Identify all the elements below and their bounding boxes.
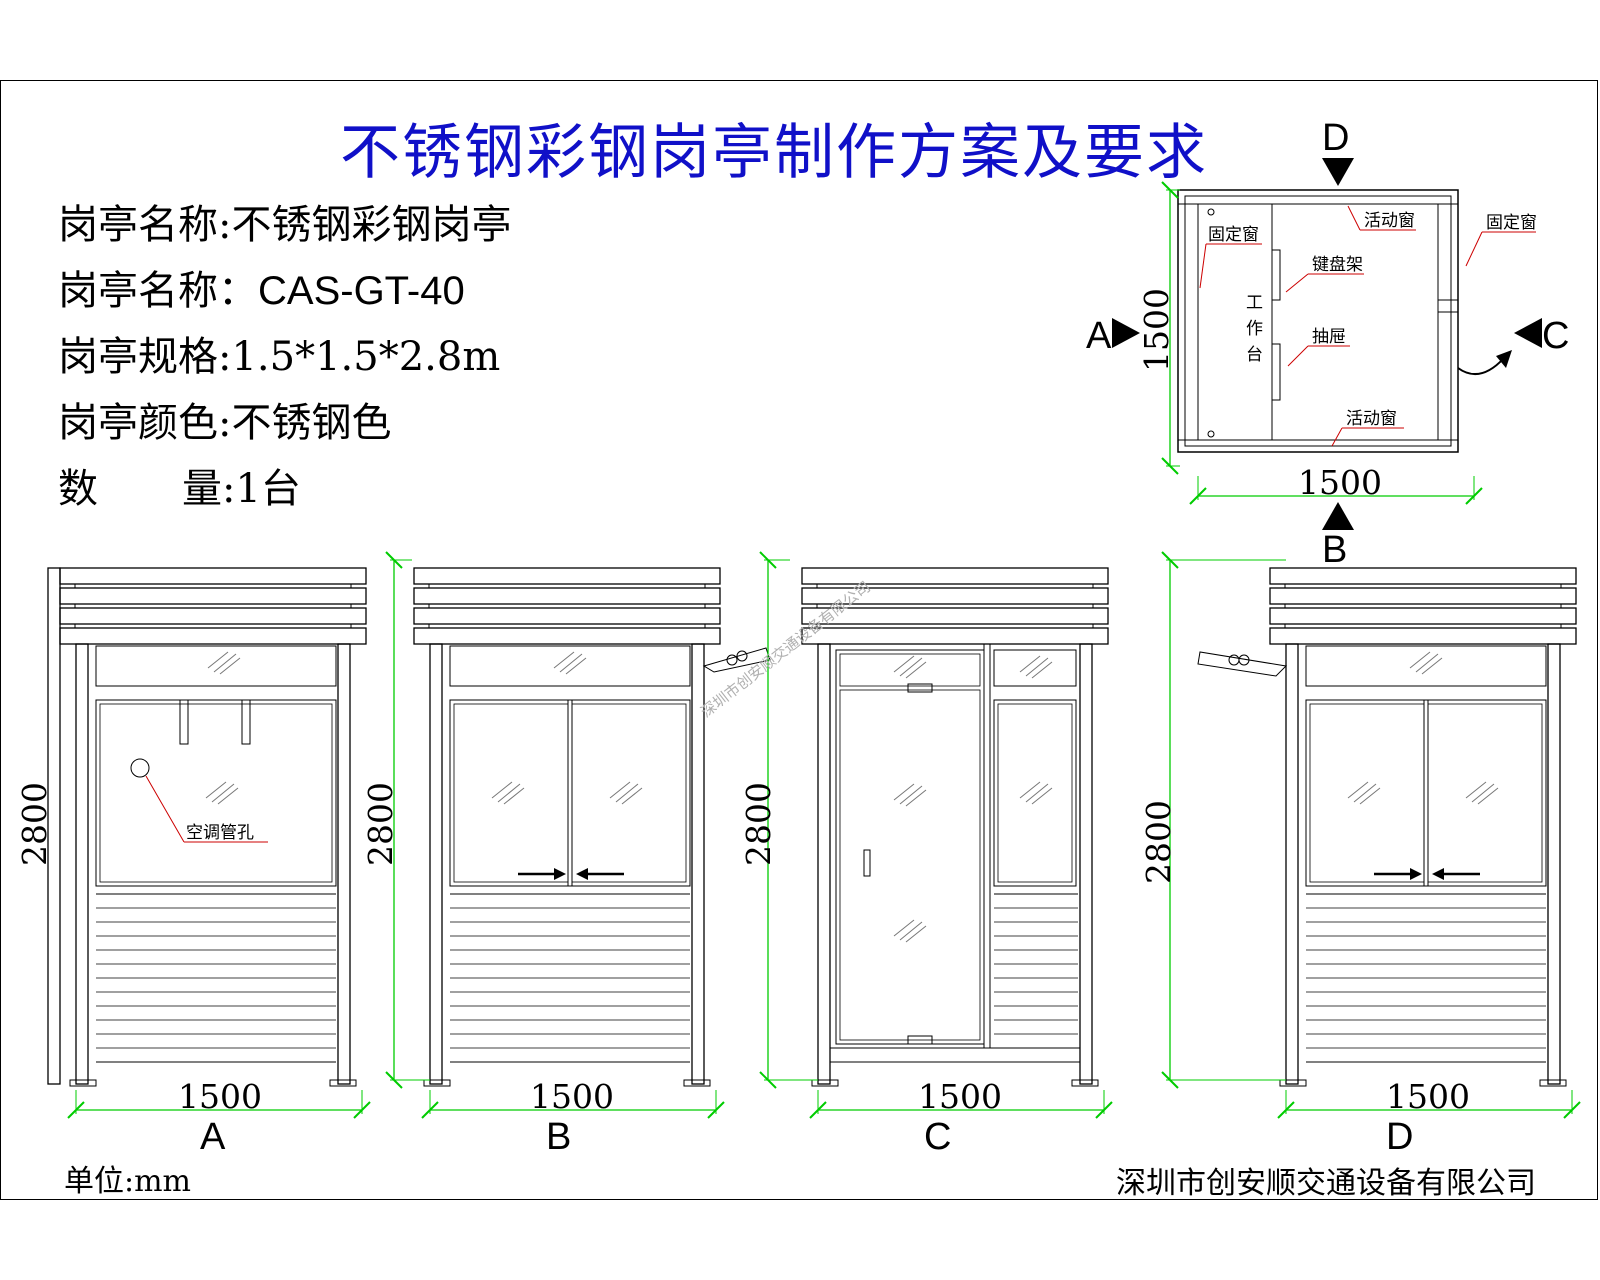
- dim-height-b: 2800: [361, 782, 400, 866]
- plan-view-b-label: B: [1322, 529, 1347, 571]
- elevation-d: [1197, 567, 1577, 1087]
- spec-name-label: 岗亭名称:: [58, 202, 232, 248]
- spec-qty-label-b: 量:: [182, 466, 236, 512]
- plan-view-a-label: A: [1086, 315, 1112, 357]
- drawing-frame: [0, 80, 1598, 1200]
- dim-width-b: 1500: [530, 1077, 614, 1116]
- view-d-arrow-icon: [1322, 158, 1354, 186]
- dim-width-a: 1500: [178, 1077, 262, 1116]
- elevation-a: 空调管孔: [47, 567, 367, 1087]
- label-fixed-window-right: 固定窗: [1486, 213, 1537, 233]
- elevation-b: [413, 567, 771, 1087]
- label-drawer: 抽屉: [1312, 327, 1346, 347]
- dim-width-c: 1500: [918, 1077, 1002, 1116]
- label-workbench-3: 台: [1246, 345, 1263, 365]
- view-label-a: A: [200, 1116, 226, 1158]
- spec-model-label: 岗亭名称：: [58, 268, 258, 314]
- spec-color: 岗亭颜色:不锈钢色: [58, 390, 391, 448]
- company-name: 深圳市创安顺交通设备有限公司: [1116, 1166, 1536, 1201]
- plan-view: 固定窗 固定窗 活动窗 键盘架 抽屉 活动窗 工 作 台 1500 150: [1086, 117, 1569, 571]
- spec-model-value: CAS-GT-40: [258, 269, 465, 313]
- spec-quantity: 数 量:1台: [58, 456, 301, 514]
- label-ac-hole: 空调管孔: [186, 823, 254, 843]
- spec-color-value: 不锈钢色: [231, 400, 392, 446]
- view-label-b: B: [546, 1116, 572, 1158]
- label-workbench-1: 工: [1246, 293, 1263, 313]
- plan-view-c-label: C: [1542, 315, 1569, 357]
- spec-qty-value: 1台: [235, 466, 301, 512]
- dim-width-d: 1500: [1386, 1077, 1470, 1116]
- view-a-arrow-icon: [1112, 318, 1140, 348]
- elevation-c: [801, 567, 1109, 1087]
- spec-name-value: 不锈钢彩钢岗亭: [231, 202, 512, 248]
- plan-dim-depth: 1500: [1137, 288, 1176, 372]
- plan-view-d-label: D: [1322, 117, 1349, 159]
- spec-size-value: 1.5*1.5*2.8m: [231, 334, 501, 380]
- plan-dim-width: 1500: [1298, 463, 1382, 502]
- spec-size: 岗亭规格:1.5*1.5*2.8m: [58, 324, 500, 382]
- page-title: 不锈钢彩钢岗亭制作方案及要求: [340, 118, 1208, 188]
- view-c-arrow-icon: [1514, 318, 1542, 348]
- unit-note: 单位:mm: [64, 1164, 192, 1199]
- label-workbench-2: 作: [1246, 319, 1263, 339]
- spec-size-label: 岗亭规格:: [58, 334, 232, 380]
- label-keyboard-shelf: 键盘架: [1312, 255, 1363, 275]
- view-b-arrow-icon: [1322, 502, 1354, 530]
- spec-name: 岗亭名称:不锈钢彩钢岗亭: [58, 192, 511, 250]
- spec-color-label: 岗亭颜色:: [58, 400, 232, 446]
- spec-model: 岗亭名称：CAS-GT-40: [58, 258, 465, 316]
- view-label-d: D: [1386, 1116, 1414, 1158]
- view-label-c: C: [924, 1116, 952, 1158]
- dim-height-d: 2800: [1139, 800, 1178, 884]
- label-fixed-window-left: 固定窗: [1208, 225, 1259, 245]
- label-sliding-window-bottom: 活动窗: [1346, 409, 1397, 429]
- label-sliding-window-top: 活动窗: [1364, 211, 1415, 231]
- dim-height-a: 2800: [15, 782, 54, 866]
- watermark: 深圳市创安顺交通设备有限公司: [697, 578, 874, 721]
- spec-qty-label-a: 数: [58, 466, 98, 512]
- dim-height-c: 2800: [739, 782, 778, 866]
